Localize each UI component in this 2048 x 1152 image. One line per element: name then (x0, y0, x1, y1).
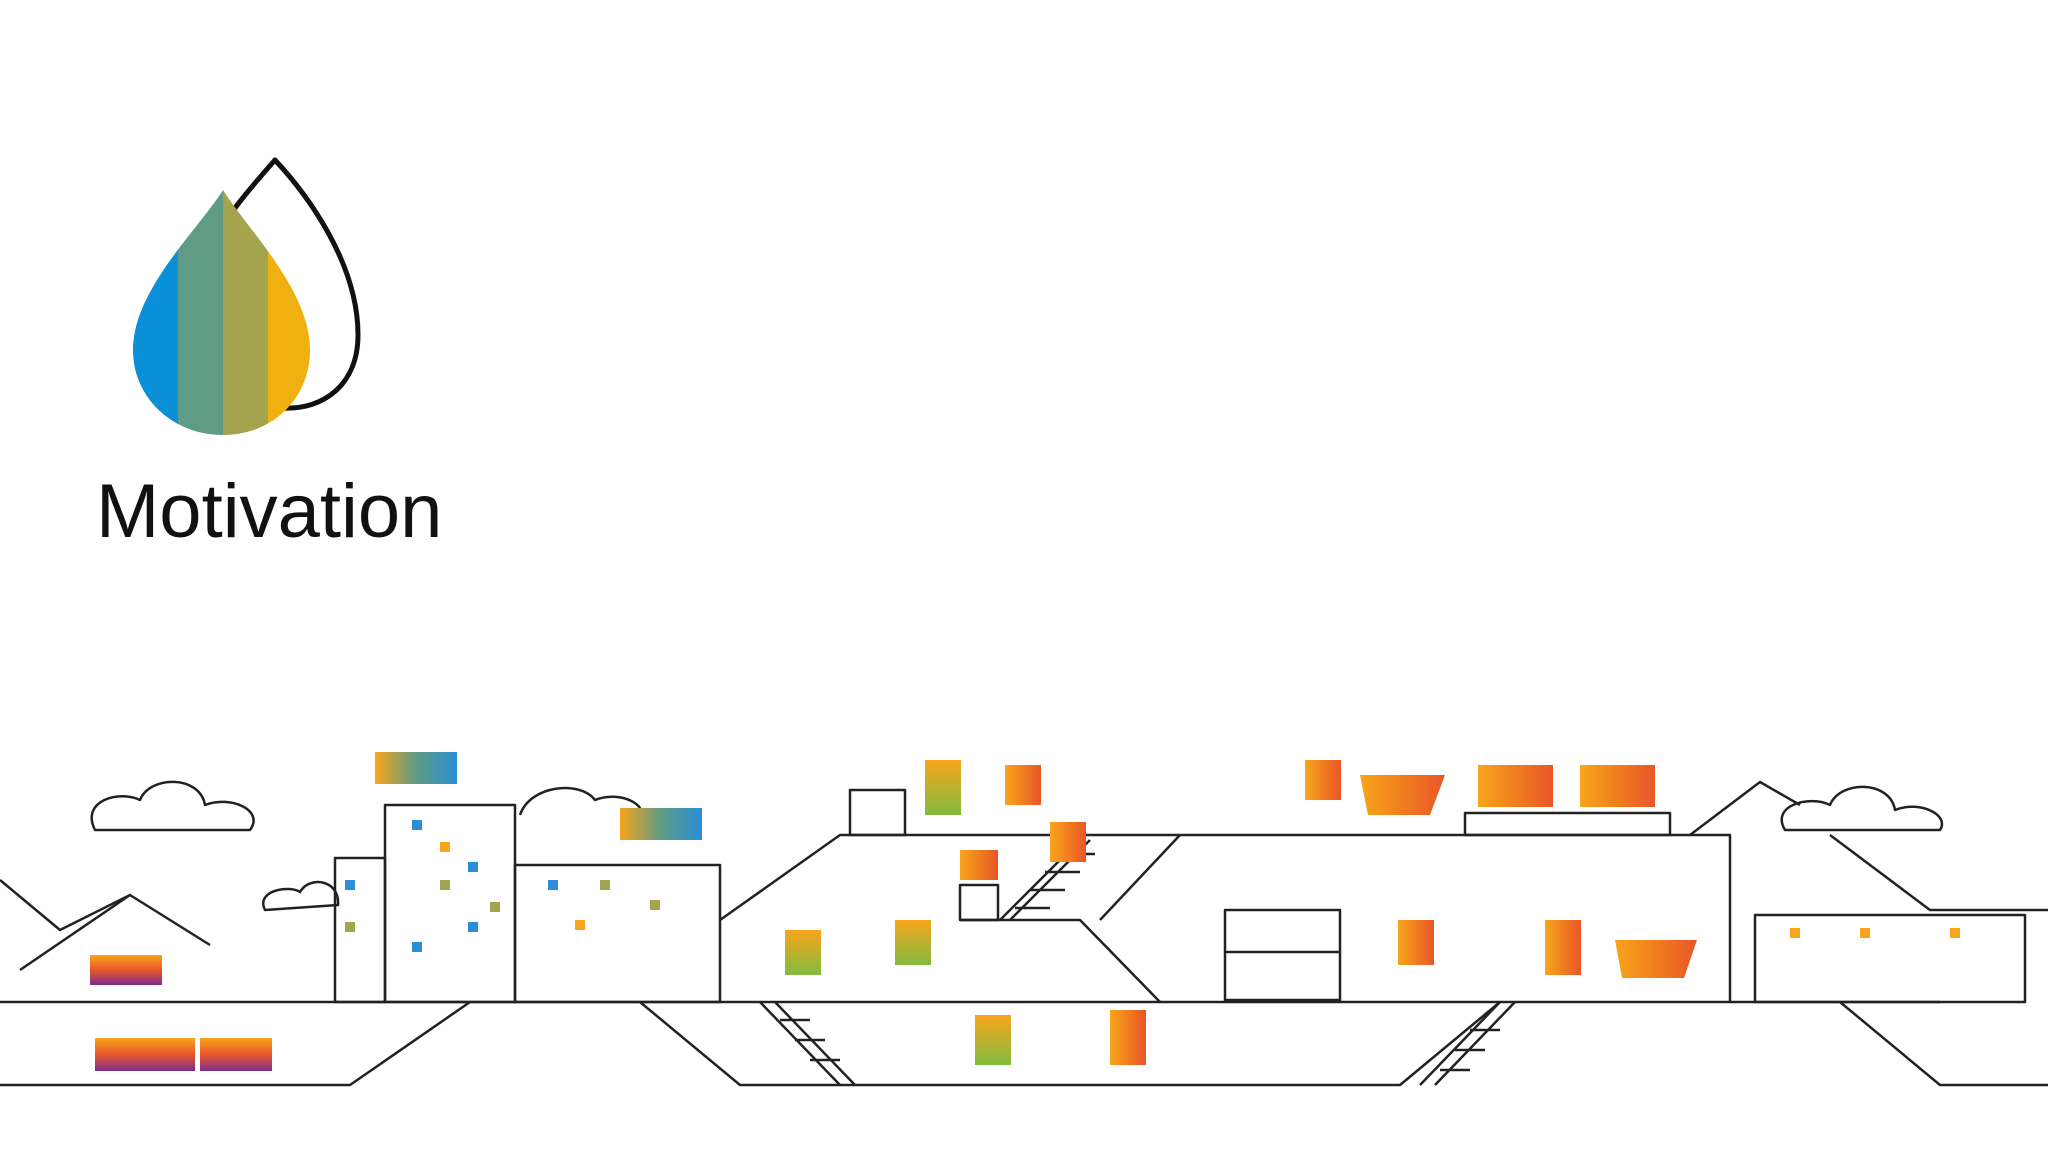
drop-outline (272, 157, 361, 411)
slide-title: Motivation (96, 469, 443, 554)
paint-drop-logo-icon (133, 157, 361, 435)
city-commerce-illustration-icon (0, 752, 2048, 1087)
